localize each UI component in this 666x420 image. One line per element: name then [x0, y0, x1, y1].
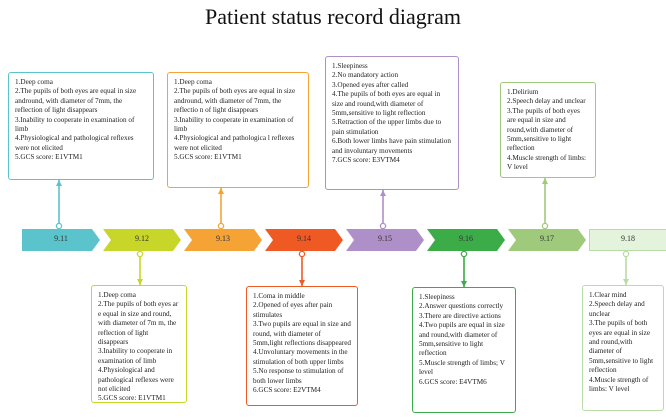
status-line: 1.Deep coma	[98, 291, 136, 299]
date-label: 9.16	[459, 234, 473, 243]
chevron-shape	[265, 229, 343, 251]
connector-arrow	[218, 188, 224, 194]
status-line: 2.Speech delay and unclear	[507, 97, 586, 106]
connector-arrow	[56, 180, 62, 186]
status-line: 1.Coma in middle	[253, 292, 305, 300]
status-line: 3.There are directive actions	[419, 311, 501, 320]
status-line: 1.Delirium	[507, 88, 539, 96]
status-line: 3.Inability to cooperate in examination …	[174, 115, 294, 134]
chevron-shape	[184, 229, 262, 251]
timeline-step-9-16: 9.16	[427, 229, 505, 251]
timeline-step-9-17: 9.17	[508, 229, 586, 251]
status-line: 6.GCS score: E4VTM6	[419, 377, 487, 386]
status-line: 1.Deep coma	[15, 78, 53, 86]
chevron-shape	[346, 229, 424, 251]
date-label: 9.18	[621, 234, 635, 243]
status-line: 2.The pupils of both eyes ar e equal in …	[98, 300, 179, 347]
status-line: 4.Physiological and pathological reflexe…	[98, 366, 174, 394]
date-label: 9.14	[297, 234, 311, 243]
date-label: 9.13	[216, 234, 230, 243]
status-line: 5.GCS score: E1VTM1	[15, 153, 83, 162]
status-line: 3.Inability to cooperate in examination …	[15, 115, 135, 134]
date-label: 9.12	[135, 234, 149, 243]
status-line: 3.The pupils of both eyes are equal in s…	[507, 106, 580, 153]
status-line: 5.GCS score: E1VTM1	[98, 394, 166, 403]
connector-dot	[55, 222, 63, 230]
status-line: 4.Muscle strength of limbs: V level	[507, 153, 587, 172]
diagram-title: Patient status record diagram	[205, 4, 461, 29]
status-line: 5.Muscle strength of limbs; V level	[419, 358, 505, 377]
status-line: 2.No mandatory action	[332, 71, 399, 80]
status-line: 4.Two pupils are equal in size and round…	[419, 321, 505, 358]
status-line: 6.GCS score: E2VTM4	[253, 386, 321, 395]
timeline-step-9-14: 9.14	[265, 229, 343, 251]
status-line: 2.The pupils of both eyes are equal in s…	[15, 87, 137, 115]
status-line: 4.Physiological and pathologica l reflex…	[174, 134, 295, 152]
timeline-step-9-15: 9.15	[346, 229, 424, 251]
date-label: 9.15	[378, 234, 392, 243]
connector-dot	[298, 250, 306, 258]
status-line: 5.No response to stimulation of both low…	[253, 367, 344, 385]
connector-arrow	[461, 281, 467, 287]
status-line: 3.Inability to cooperate in examination …	[98, 347, 173, 365]
status-line: 2.Opened of eyes after pain stimulates	[253, 301, 333, 319]
timeline-step-9-18: 9.18	[589, 229, 666, 251]
connector-dot	[460, 250, 468, 258]
chevron-shape	[427, 229, 505, 251]
status-line: 1.Deep coma	[174, 78, 212, 86]
connector-dot	[622, 250, 630, 258]
status-line: 3.Opened eyes after called	[332, 80, 409, 89]
connector-arrow	[137, 279, 143, 285]
status-line: 2.Speech delay and unclear	[589, 300, 645, 318]
status-line: 4.Muscle strength of limbs: V level	[589, 375, 649, 394]
connector-arrow	[542, 178, 548, 184]
connector-dot	[217, 222, 225, 230]
chevron-shape	[589, 229, 666, 251]
status-line: 4.The pupils of both eyes are equal in s…	[332, 90, 441, 118]
status-line: 3.Two pupils are equal in size and round…	[253, 320, 351, 348]
chevron-shape	[22, 229, 100, 251]
connector-dot	[136, 250, 144, 258]
timeline-step-9-13: 9.13	[184, 229, 262, 251]
timeline-step-9-12: 9.12	[103, 229, 181, 251]
status-line: 5.GCS score: E1VTM1	[174, 153, 242, 162]
status-line: 5.Retraction of the upper limbs due to p…	[332, 118, 442, 136]
status-line: 2.The pupils of both eyes are equal in s…	[174, 87, 296, 115]
status-line: 1.Clear mind	[589, 291, 627, 299]
connector-arrow	[299, 280, 305, 286]
chevron-shape	[508, 229, 586, 251]
status-line: 2.Answer questions correctly	[419, 302, 504, 311]
status-line: 4.Physiological and pathological reflexe…	[15, 134, 134, 152]
connector-arrow	[623, 279, 629, 285]
status-line: 1.Sleepiness	[419, 293, 455, 301]
status-line: 1.Sleepiness	[332, 62, 368, 70]
connector-arrow	[380, 190, 386, 196]
timeline-step-9-11: 9.11	[22, 229, 100, 251]
chevron-shape	[103, 229, 181, 251]
connector-dot	[541, 222, 549, 230]
status-line: 4.Unvoluntary movements in the stimulati…	[253, 348, 348, 366]
date-label: 9.17	[540, 234, 554, 243]
status-line: 3.The pupils of both eyes are equal in s…	[589, 319, 654, 375]
date-label: 9.11	[54, 234, 68, 243]
status-line: 7.GCS score: E3VTM4	[332, 156, 400, 165]
connector-dot	[379, 222, 387, 230]
status-line: 6.Both lower limbs have pain stimulation…	[332, 137, 451, 155]
